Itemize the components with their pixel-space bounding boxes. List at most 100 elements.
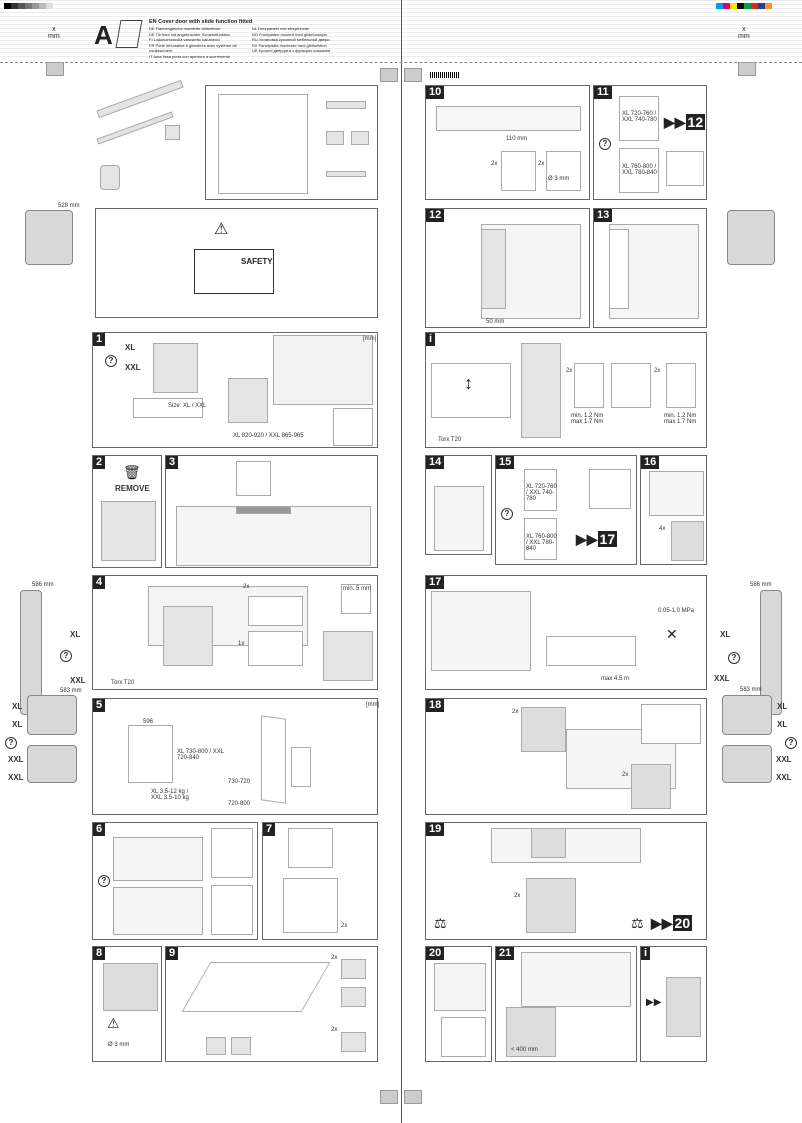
color-swatch [39,3,46,9]
count-label: 2x [654,368,661,374]
step-number: 17 [426,576,445,589]
hinge-diagram [25,210,73,265]
section-letter: A [94,20,113,50]
balance-icon: ⚖ [631,915,644,931]
dim-label: 730-720 [228,779,251,785]
warning-icon: ⚠ [214,221,229,238]
step-number: 9 [166,947,179,960]
count-label: 4x [659,526,666,532]
step-17-panel: 17 max 4.5 m 0.05-1.0 MPa ✕ [425,575,707,690]
arrow-left-icon [404,68,422,82]
step-3-panel: 3 [165,455,378,568]
unit-label: min. 5 mm [343,586,372,592]
arrow-right-icon [380,68,398,82]
step-18-panel: 18 2x 2x [425,698,707,815]
question-icon: ? [60,650,72,662]
lang-line: DE Flachengleiche montierte Möbelfront [149,26,221,31]
arrow-left-icon [404,1090,422,1104]
size-label: Size: XL / XXL [168,403,207,409]
step-number: 14 [426,456,445,469]
xxl-label: XXL [776,773,792,782]
size-label: XL 720-760 / XXL 740-780 [526,484,557,502]
count-label: 2x [331,1027,338,1033]
count-label: 2x [622,772,629,778]
color-swatch [25,3,32,9]
lang-line: FI Liukutoiminnolla varustettu kalusteov… [149,37,220,42]
xl-label: XL [777,720,788,729]
step-20-panel: 20 [425,946,492,1062]
lang-line: UK Кухонні дверцята з функцією ковзання [252,48,331,53]
step-2-panel: 2 🗑 REMOVE [92,455,162,568]
pressure-label: 0.05-1.0 MPa [658,608,695,614]
height-label: XL 730-800 / XXL 720-840 [177,749,224,761]
step-number: 21 [496,947,515,960]
step-10-panel: 10 110 mm 2x 2x Ø 3 mm [425,85,590,200]
color-swatch [723,3,730,9]
lang-line: RU Установка кухонной мебельной двери [252,37,330,42]
safety-label: SAFETY [241,257,273,266]
step-13-panel: 13 [593,208,707,328]
count-label: 2x [566,368,573,374]
dim-label: 586 mm [32,582,54,588]
step-number: 13 [594,209,613,222]
step-19-panel: 19 2x ⚖ ⚖ ▶▶20 [425,822,707,940]
step-number: 7 [263,823,276,836]
lang-line: FR Porte décorative à glissières avec sy… [149,42,237,54]
step-number: 6 [93,823,106,836]
dim-label: < 400 mm [511,1047,538,1053]
step-number: 20 [426,947,445,960]
count-label: 2x [331,955,338,961]
tool-label: Torx T20 [438,437,462,443]
hinge-diagram [727,210,775,265]
color-swatch [744,3,751,9]
print-gray-bar [4,3,53,9]
count-label: 2x [491,161,498,167]
dim-label: 586 mm [750,582,772,588]
hose-length-label: max 4.5 m [601,676,630,682]
tools-illustration [90,79,200,200]
step-number: 19 [426,823,445,836]
hinge-diagram [27,695,77,735]
count-label: 2x [341,923,348,929]
height-label: XL 820-920 / XXL 865-965 [233,433,304,439]
fold-line-vertical [401,0,402,1123]
tool-label: Torx T20 [111,680,135,686]
dim-label: 528 mm [58,203,80,209]
hinge-diagram [722,745,772,783]
arrow-right-icon [380,1090,398,1104]
step-number: 11 [594,86,612,99]
size-label: XL 720-760 / XXL 740-780 [622,111,657,123]
dim-label: Ø 3 mm [548,176,570,182]
step-number: 15 [496,456,515,469]
hinge-diagram [722,695,772,735]
count-label: 2x [243,584,250,590]
question-icon: ? [5,737,17,749]
xl-label: XL [125,343,136,352]
color-swatch [737,3,744,9]
width-label: 596 [143,719,154,725]
color-swatch [716,3,723,9]
step-8-panel: 8 ⚠ Ø 3 mm [92,946,162,1062]
xxl-label: XXL [8,755,24,764]
question-icon: ? [728,652,740,664]
step-14-panel: 14 [425,455,492,555]
header-title: EN Cover door with slide function fitted [149,19,253,25]
barcode [430,72,460,78]
goto-step-12: ▶▶12 [664,114,706,130]
hinge-diagram [27,745,77,783]
question-icon: ? [599,138,611,150]
balance-icon: ⚖ [434,915,447,931]
lang-line: NO Frontplaten montert med glidefunksjon [252,31,328,37]
step-number: 1 [93,333,106,346]
goto-step-20: ▶▶20 [651,915,693,931]
warning-icon: ⚠ [107,1015,120,1031]
xl-label: XL [777,702,788,711]
color-swatch [751,3,758,9]
up-down-arrow-icon: ↕ [464,373,473,393]
goto-step-17: ▶▶17 [576,531,618,547]
step-4-panel: 4 2x 1x Torx T20 min. 5 mm [92,575,378,690]
dim-label: 583 mm [740,687,762,693]
count-label: 1x [238,641,245,647]
step-16-panel: 16 4x [640,455,707,565]
